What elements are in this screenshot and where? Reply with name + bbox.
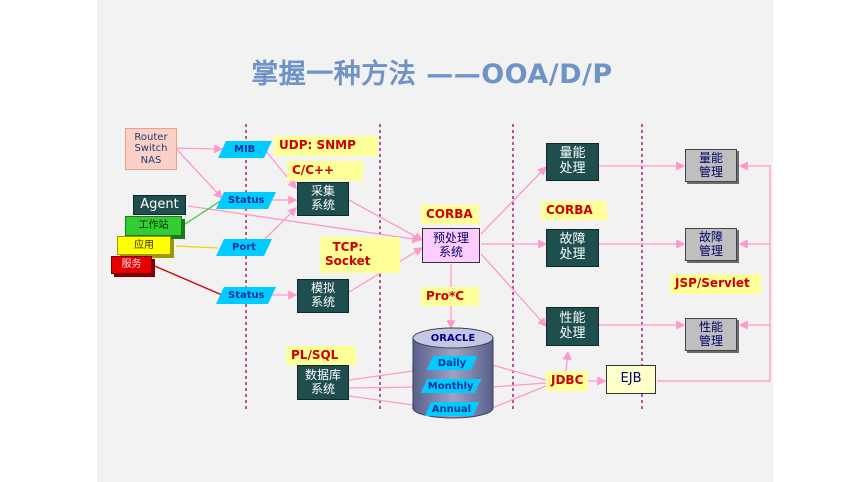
- divider-lines: [245, 124, 643, 412]
- simulate-system-box: 模拟 系统: [297, 279, 349, 313]
- status-label-2: Status: [216, 287, 276, 304]
- port-label: Port: [216, 239, 272, 256]
- slide-title: 掌握一种方法 ——OOA/D/P: [251, 59, 613, 90]
- proc-label: Pro*C: [421, 287, 479, 306]
- capacity-processing-box: 量能 处理: [546, 143, 599, 181]
- corba-label-1: CORBA: [421, 205, 479, 224]
- agent-box: Agent: [133, 195, 186, 215]
- workstation-box: 工作站: [125, 216, 182, 236]
- cpp-label: C/C++: [287, 161, 363, 181]
- ejb-box: EJB: [606, 365, 656, 394]
- application-box: 应用: [117, 236, 171, 255]
- plsql-label: PL/SQL: [286, 346, 356, 365]
- annual-table-label: Annual: [424, 402, 480, 416]
- performance-management-box: 性能 管理: [685, 318, 737, 351]
- collect-system-box: 采集 系统: [297, 182, 349, 216]
- jdbc-label: JDBC: [546, 371, 588, 391]
- mib-label: MIB: [218, 141, 272, 158]
- performance-processing-box: 性能 处理: [546, 307, 599, 346]
- capacity-management-box: 量能 管理: [685, 149, 737, 182]
- monthly-table-label: Monthly: [420, 379, 482, 393]
- udp-snmp-label: UDP: SNMP: [274, 136, 378, 156]
- fault-management-box: 故障 管理: [685, 228, 737, 261]
- tcp-socket-label: TCP: Socket: [320, 237, 400, 273]
- jsp-servlet-label: JSP/Servlet: [670, 274, 761, 294]
- database-system-box: 数据库 系统: [297, 365, 349, 400]
- fault-processing-box: 故障 处理: [546, 229, 599, 267]
- status-label-1: Status: [216, 192, 276, 209]
- preprocess-system-box: 预处理 系统: [422, 228, 480, 263]
- corba-label-2: CORBA: [541, 201, 607, 220]
- oracle-label: ORACLE: [430, 333, 476, 345]
- service-box: 服务: [111, 256, 152, 274]
- router-switch-nas-box: Router Switch NAS: [125, 128, 177, 170]
- daily-table-label: Daily: [426, 356, 478, 370]
